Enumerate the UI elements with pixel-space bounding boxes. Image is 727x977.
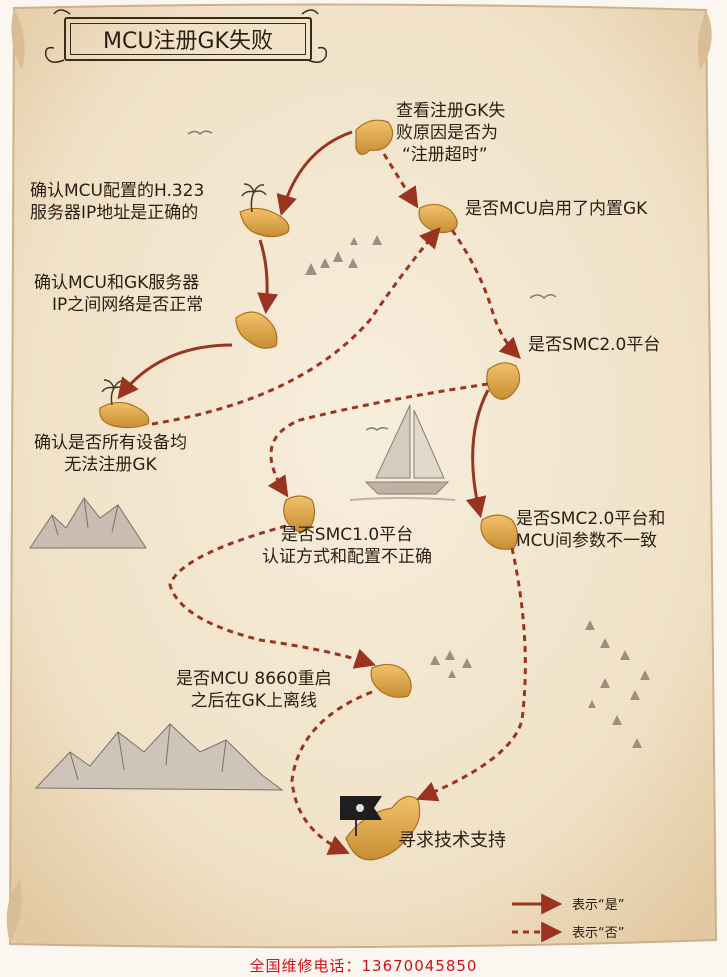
- island-markers: [99, 119, 521, 861]
- node-label-line: 确认MCU和GK服务器: [34, 273, 200, 293]
- node-label-line: 是否MCU启用了内置GK: [465, 199, 648, 219]
- node-label-line: MCU间参数不一致: [516, 531, 657, 551]
- arrow-yes-ip-to-network: [257, 239, 279, 315]
- node-support: 寻求技术支持: [398, 830, 506, 852]
- arrow-no-builtin-to-smc20: [450, 229, 521, 359]
- node-label-line: 认证方式和配置不正确: [262, 547, 432, 567]
- node-label-line: 寻求技术支持: [398, 830, 506, 851]
- arrow-no-check-to-builtin: [382, 153, 419, 209]
- footer-phone: 全国维修电话：13670045850: [249, 957, 478, 975]
- bird-icon: [187, 130, 557, 431]
- legend-no: 表示“否”: [508, 918, 658, 946]
- arrow-no-params-to-support: [416, 547, 527, 802]
- node-smc20: 是否SMC2.0平台: [528, 334, 660, 356]
- node-label-line: 确认是否所有设备均: [34, 433, 187, 453]
- node-label-line: IP之间网络是否正常: [52, 295, 204, 315]
- island-smc10: [283, 495, 316, 533]
- node-label-line: 无法注册GK: [64, 455, 157, 475]
- mountain-icon: [29, 497, 284, 791]
- no-arrows: [151, 153, 563, 943]
- arrow-no-smc20-to-smc10: [267, 382, 489, 498]
- node-smc10: 是否SMC1.0平台 认证方式和配置不正确: [262, 524, 432, 568]
- node-builtin-gk: 是否MCU启用了内置GK: [465, 198, 647, 220]
- arrow-yes-smc20-to-params: [465, 389, 490, 519]
- island-all-devices: [99, 401, 150, 429]
- arrow-yes-check-to-ip: [276, 130, 353, 217]
- legend-yes: 表示“是”: [508, 890, 658, 918]
- yes-arrows: [117, 130, 563, 915]
- node-label-line: 查看注册GK失: [396, 101, 506, 121]
- island-check-reason: [355, 119, 394, 156]
- island-support: [345, 795, 421, 861]
- node-label-line: 是否SMC2.0平台: [528, 335, 661, 355]
- island-mcu8660: [370, 663, 412, 698]
- node-confirm-ip: 确认MCU配置的H.323 服务器IP地址是正确的: [30, 180, 204, 224]
- page-title: MCU注册GK失败: [103, 29, 273, 54]
- node-label-line: 是否SMC2.0平台和: [516, 509, 666, 529]
- arrow-no-devices-to-builtin: [151, 226, 441, 426]
- legend: 表示“是” 表示“否”: [508, 890, 658, 946]
- title-banner: MCU注册GK失败: [64, 17, 312, 61]
- arrow-yes-network-to-devices: [117, 343, 233, 400]
- node-confirm-network: 确认MCU和GK服务器 IP之间网络是否正常: [34, 272, 203, 316]
- node-label-line: 确认MCU配置的H.323: [30, 181, 205, 201]
- node-smc20-params: 是否SMC2.0平台和 MCU间参数不一致: [516, 508, 665, 552]
- island-builtin-gk: [418, 203, 458, 234]
- node-mcu8660: 是否MCU 8660重启 之后在GK上离线: [176, 668, 332, 712]
- node-all-devices: 确认是否所有设备均 无法注册GK: [34, 432, 187, 476]
- arrow-no-mcu8660-to-support: [290, 690, 373, 855]
- node-label-line: 是否SMC1.0平台: [280, 525, 414, 545]
- pirate-flag-icon: [340, 796, 382, 836]
- sailboat-icon: [349, 404, 456, 501]
- node-label-line: 败原因是否为: [396, 123, 498, 143]
- legend-no-label: 表示“否”: [572, 926, 625, 941]
- node-label-line: “注册超时”: [402, 145, 488, 165]
- node-check-reason: 查看注册GK失 败原因是否为 “注册超时”: [396, 100, 505, 166]
- island-smc20: [486, 362, 521, 400]
- title-flourish: [44, 9, 328, 63]
- node-label-line: 服务器IP地址是正确的: [30, 203, 199, 223]
- node-label-line: 之后在GK上离线: [190, 691, 317, 711]
- island-smc20-params: [480, 514, 519, 550]
- legend-yes-label: 表示“是”: [572, 898, 625, 913]
- node-label-line: 是否MCU 8660重启: [176, 669, 332, 689]
- island-confirm-ip: [239, 207, 290, 238]
- mountain-icon: [305, 235, 650, 748]
